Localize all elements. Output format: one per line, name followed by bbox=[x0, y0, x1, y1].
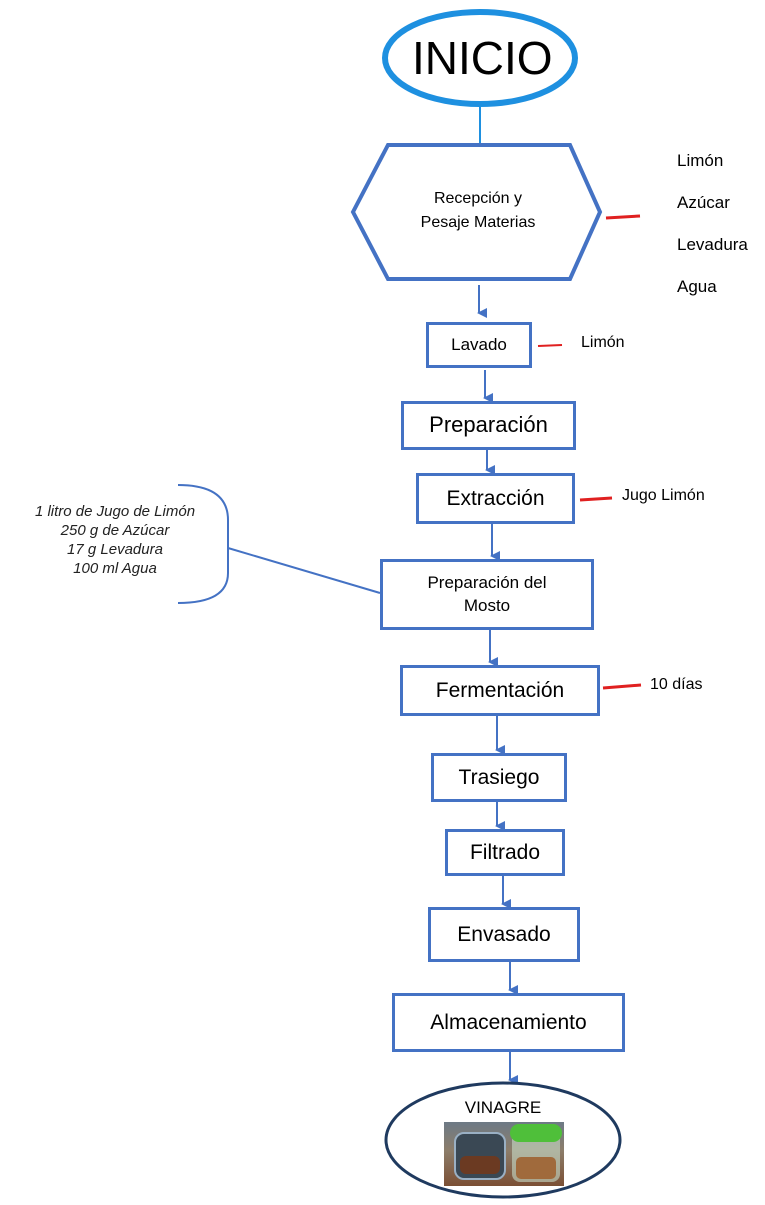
mosto-line2: Mosto bbox=[463, 595, 511, 615]
annotation-fermentacion: 10 días bbox=[650, 676, 703, 693]
step-fermentacion: Fermentación bbox=[400, 665, 600, 716]
ingredient-item: 1 litro de Jugo de Limón bbox=[34, 503, 196, 520]
jar-right bbox=[510, 1124, 562, 1182]
raw-material-item: Limón bbox=[677, 151, 724, 170]
step-lavado: Lavado bbox=[426, 322, 532, 368]
raw-material-item: Levadura bbox=[677, 235, 748, 254]
annotation-line-reception bbox=[605, 214, 641, 220]
step-almacenamiento: Almacenamiento bbox=[392, 993, 625, 1052]
ingredients-brace bbox=[177, 484, 229, 604]
step-filtrado: Filtrado bbox=[445, 829, 565, 876]
ingredient-item: 17 g Levadura bbox=[67, 541, 163, 558]
step-preparacion: Preparación bbox=[401, 401, 576, 450]
ingredient-item: 250 g de Azúcar bbox=[60, 522, 170, 539]
annotation-line-lavado bbox=[537, 344, 563, 347]
ingredient-item: 100 ml Agua bbox=[73, 560, 157, 577]
reception-hexagon bbox=[350, 143, 603, 281]
annotation-line-extraccion bbox=[579, 496, 613, 502]
step-preparacion-mosto: Preparación del Mosto bbox=[380, 559, 594, 630]
annotation-line-fermentacion bbox=[602, 683, 642, 690]
reception-line1: Recepción y bbox=[433, 190, 523, 207]
reception-line2: Pesaje Materias bbox=[420, 214, 536, 231]
jar-left bbox=[454, 1132, 506, 1180]
step-extraccion: Extracción bbox=[416, 473, 575, 524]
ingredients-connector bbox=[227, 547, 381, 594]
step-envasado: Envasado bbox=[428, 907, 580, 962]
raw-material-item: Azúcar bbox=[677, 193, 730, 212]
step-trasiego: Trasiego bbox=[431, 753, 567, 802]
raw-materials-list: Limón Azúcar Levadura Agua bbox=[677, 140, 748, 308]
start-label: INICIO bbox=[412, 32, 553, 84]
mosto-line1: Preparación del bbox=[427, 572, 547, 592]
reception-label: Recepción y Pesaje Materias bbox=[388, 187, 568, 235]
annotation-lavado: Limón bbox=[581, 334, 625, 351]
raw-material-item: Agua bbox=[677, 277, 717, 296]
annotation-extraccion: Jugo Limón bbox=[622, 487, 705, 504]
vinegar-jars-image bbox=[444, 1122, 564, 1186]
ingredients-list: 1 litro de Jugo de Limón 250 g de Azúcar… bbox=[0, 502, 230, 578]
end-label: VINAGRE bbox=[464, 1098, 542, 1117]
